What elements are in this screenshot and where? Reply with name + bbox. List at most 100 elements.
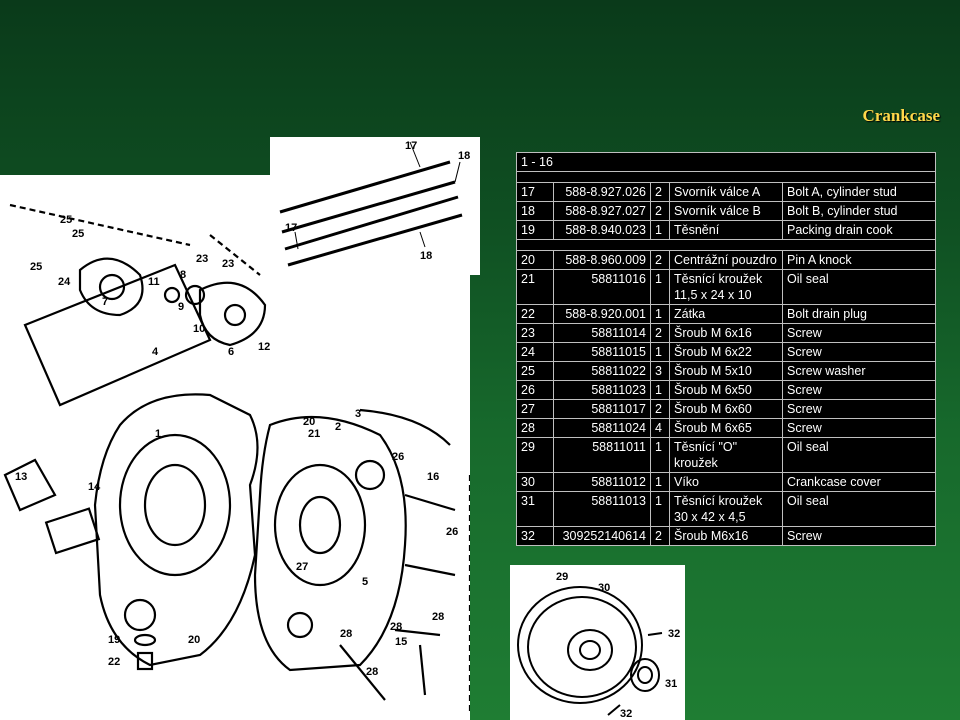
svg-text:10: 10 <box>193 323 205 335</box>
svg-text:17: 17 <box>285 222 297 234</box>
english-name: Screw <box>782 342 936 362</box>
english-name: Crankcase cover <box>782 472 936 492</box>
english-name: Pin A knock <box>782 250 936 270</box>
czech-name: Těsnící "O" kroužek <box>669 437 783 473</box>
item-number: 19 <box>516 220 554 240</box>
svg-text:14: 14 <box>88 481 101 493</box>
part-number: 588-8.960.009 <box>553 250 651 270</box>
english-name: Bolt A, cylinder stud <box>782 182 936 202</box>
item-number: 17 <box>516 182 554 202</box>
part-number: 58811014 <box>553 323 651 343</box>
czech-name: Centrážní pouzdro <box>669 250 783 270</box>
item-number: 30 <box>516 472 554 492</box>
svg-text:2: 2 <box>335 421 341 433</box>
part-number: 588-8.940.023 <box>553 220 651 240</box>
svg-text:28: 28 <box>340 628 352 640</box>
quantity: 2 <box>650 399 670 419</box>
svg-text:28: 28 <box>432 611 444 623</box>
english-name: Bolt drain plug <box>782 304 936 324</box>
czech-name: Svorník válce A <box>669 182 783 202</box>
part-number: 58811015 <box>553 342 651 362</box>
svg-text:13: 13 <box>15 471 27 483</box>
english-name: Screw <box>782 526 936 546</box>
quantity: 1 <box>650 491 670 527</box>
svg-text:29: 29 <box>556 571 568 583</box>
svg-text:20: 20 <box>303 416 315 428</box>
part-number: 588-8.927.026 <box>553 182 651 202</box>
part-number: 58811017 <box>553 399 651 419</box>
quantity: 2 <box>650 526 670 546</box>
part-number: 58811013 <box>553 491 651 527</box>
table-separator <box>516 171 936 183</box>
part-number: 588-8.920.001 <box>553 304 651 324</box>
svg-text:20: 20 <box>188 634 200 646</box>
svg-text:19: 19 <box>108 634 120 646</box>
czech-name: Šroub M 6x50 <box>669 380 783 400</box>
quantity: 2 <box>650 182 670 202</box>
svg-text:30: 30 <box>598 582 610 594</box>
czech-name: Těsnění <box>669 220 783 240</box>
item-number: 25 <box>516 361 554 381</box>
svg-text:1: 1 <box>155 428 161 440</box>
czech-name: Zátka <box>669 304 783 324</box>
czech-name: Šroub M 6x60 <box>669 399 783 419</box>
part-number: 58811012 <box>553 472 651 492</box>
quantity: 3 <box>650 361 670 381</box>
item-number: 22 <box>516 304 554 324</box>
svg-text:17: 17 <box>405 140 417 152</box>
item-number: 18 <box>516 201 554 221</box>
svg-text:8: 8 <box>180 269 186 281</box>
quantity: 1 <box>650 304 670 324</box>
item-number: 24 <box>516 342 554 362</box>
part-number: 58811022 <box>553 361 651 381</box>
svg-text:4: 4 <box>152 346 159 358</box>
svg-text:15: 15 <box>395 636 407 648</box>
english-name: Oil seal <box>782 269 936 305</box>
svg-text:9: 9 <box>178 301 184 313</box>
part-number: 58811024 <box>553 418 651 438</box>
item-number: 28 <box>516 418 554 438</box>
svg-text:25: 25 <box>30 261 42 273</box>
svg-text:22: 22 <box>108 656 120 668</box>
part-number: 588-8.927.027 <box>553 201 651 221</box>
czech-name: Víko <box>669 472 783 492</box>
quantity: 1 <box>650 380 670 400</box>
svg-text:32: 32 <box>620 708 632 720</box>
quantity: 1 <box>650 220 670 240</box>
page-title: Crankcase <box>862 106 940 125</box>
svg-text:6: 6 <box>228 346 234 358</box>
svg-text:28: 28 <box>390 621 402 633</box>
svg-text:5: 5 <box>362 576 368 588</box>
svg-text:3: 3 <box>355 408 361 420</box>
english-name: Packing drain cook <box>782 220 936 240</box>
svg-text:21: 21 <box>308 428 320 440</box>
czech-name: Šroub M 6x22 <box>669 342 783 362</box>
czech-name: Šroub M6x16 <box>669 526 783 546</box>
svg-text:7: 7 <box>102 296 108 308</box>
svg-text:28: 28 <box>366 666 378 678</box>
english-name: Oil seal <box>782 491 936 527</box>
czech-name: Šroub M 6x65 <box>669 418 783 438</box>
svg-text:26: 26 <box>392 451 404 463</box>
english-name: Oil seal <box>782 437 936 473</box>
quantity: 2 <box>650 323 670 343</box>
